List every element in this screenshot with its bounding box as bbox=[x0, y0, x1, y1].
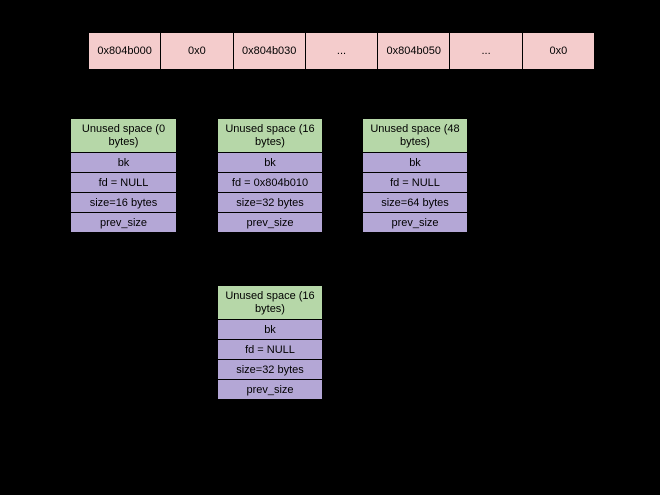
fd-field: fd = NULL bbox=[70, 173, 177, 193]
memory-cell-0x804b050: 0x804b050 bbox=[378, 33, 451, 69]
size-field: size=32 bytes bbox=[217, 360, 323, 380]
size-field: size=16 bytes bbox=[70, 193, 177, 213]
memory-cell-0x804b030: 0x804b030 bbox=[233, 33, 306, 69]
unused-space-label: Unused space (16 bytes) bbox=[217, 118, 323, 153]
unused-space-label: Unused space (48 bytes) bbox=[362, 118, 468, 153]
heap-chunk-2: Unused space (16 bytes) bk fd = 0x804b01… bbox=[217, 118, 323, 233]
prev-size-field: prev_size bbox=[217, 380, 323, 400]
heap-chunk-4: Unused space (16 bytes) bk fd = NULL siz… bbox=[217, 285, 323, 400]
bk-field: bk bbox=[217, 320, 323, 340]
bk-field: bk bbox=[217, 153, 323, 173]
memory-cell-ellipsis-1: ... bbox=[305, 33, 379, 69]
fd-field: fd = NULL bbox=[217, 340, 323, 360]
prev-size-field: prev_size bbox=[70, 213, 177, 233]
fd-field: fd = 0x804b010 bbox=[217, 173, 323, 193]
memory-cell-ellipsis-2: ... bbox=[450, 33, 523, 69]
fd-field: fd = NULL bbox=[362, 173, 468, 193]
prev-size-field: prev_size bbox=[362, 213, 468, 233]
bk-field: bk bbox=[70, 153, 177, 173]
memory-cell-0x0-last: 0x0 bbox=[522, 33, 594, 69]
prev-size-field: prev_size bbox=[217, 213, 323, 233]
unused-space-label: Unused space (0 bytes) bbox=[70, 118, 177, 153]
size-field: size=32 bytes bbox=[217, 193, 323, 213]
heap-chunk-1: Unused space (0 bytes) bk fd = NULL size… bbox=[70, 118, 177, 233]
heap-chunk-3: Unused space (48 bytes) bk fd = NULL siz… bbox=[362, 118, 468, 233]
size-field: size=64 bytes bbox=[362, 193, 468, 213]
memory-cell-0x0: 0x0 bbox=[161, 33, 234, 69]
bk-field: bk bbox=[362, 153, 468, 173]
memory-address-row: 0x804b000 0x0 0x804b030 ... 0x804b050 ..… bbox=[88, 32, 595, 70]
unused-space-label: Unused space (16 bytes) bbox=[217, 285, 323, 320]
memory-cell-0x804b000: 0x804b000 bbox=[89, 33, 162, 69]
